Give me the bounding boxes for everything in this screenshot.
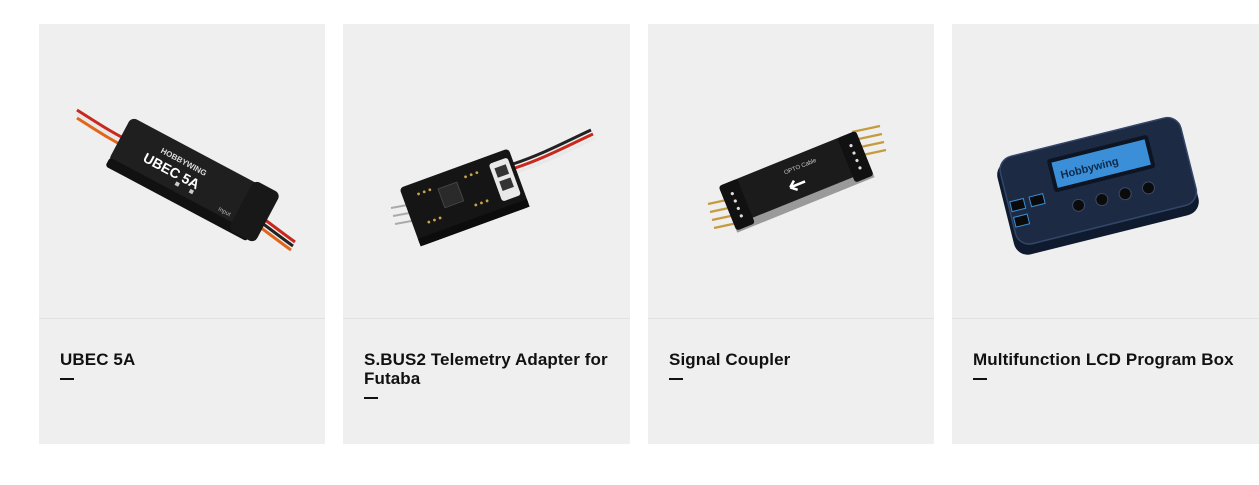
title-dash xyxy=(669,378,683,380)
product-card-signal-coupler[interactable]: OPTO Cable Signal Coupler xyxy=(648,24,934,444)
ubec-5a-product-image[interactable]: HOBBYWING UBEC 5A Input xyxy=(39,24,325,319)
product-title[interactable]: S.BUS2 Telemetry Adapter for Futaba xyxy=(364,350,608,388)
title-dash xyxy=(60,378,74,380)
product-title[interactable]: UBEC 5A xyxy=(60,350,136,369)
product-title[interactable]: Multifunction LCD Program Box xyxy=(973,350,1234,369)
product-card-ubec-5a[interactable]: HOBBYWING UBEC 5A Input UBEC 5A xyxy=(39,24,325,444)
product-title[interactable]: Signal Coupler xyxy=(669,350,791,369)
lcd-program-box-product-image[interactable]: Hobbywing xyxy=(952,24,1259,319)
signal-coupler-product-image[interactable]: OPTO Cable xyxy=(648,24,934,319)
sbus2-telemetry-adapter-product-image[interactable] xyxy=(343,24,630,319)
ubec-port-text: Input xyxy=(217,207,232,219)
product-card-sbus2-telemetry-adapter[interactable]: S.BUS2 Telemetry Adapter for Futaba xyxy=(343,24,630,444)
title-dash xyxy=(973,378,987,380)
title-dash xyxy=(364,397,378,399)
product-card-lcd-program-box[interactable]: Hobbywing Multifunction LCD Program Box xyxy=(952,24,1259,444)
